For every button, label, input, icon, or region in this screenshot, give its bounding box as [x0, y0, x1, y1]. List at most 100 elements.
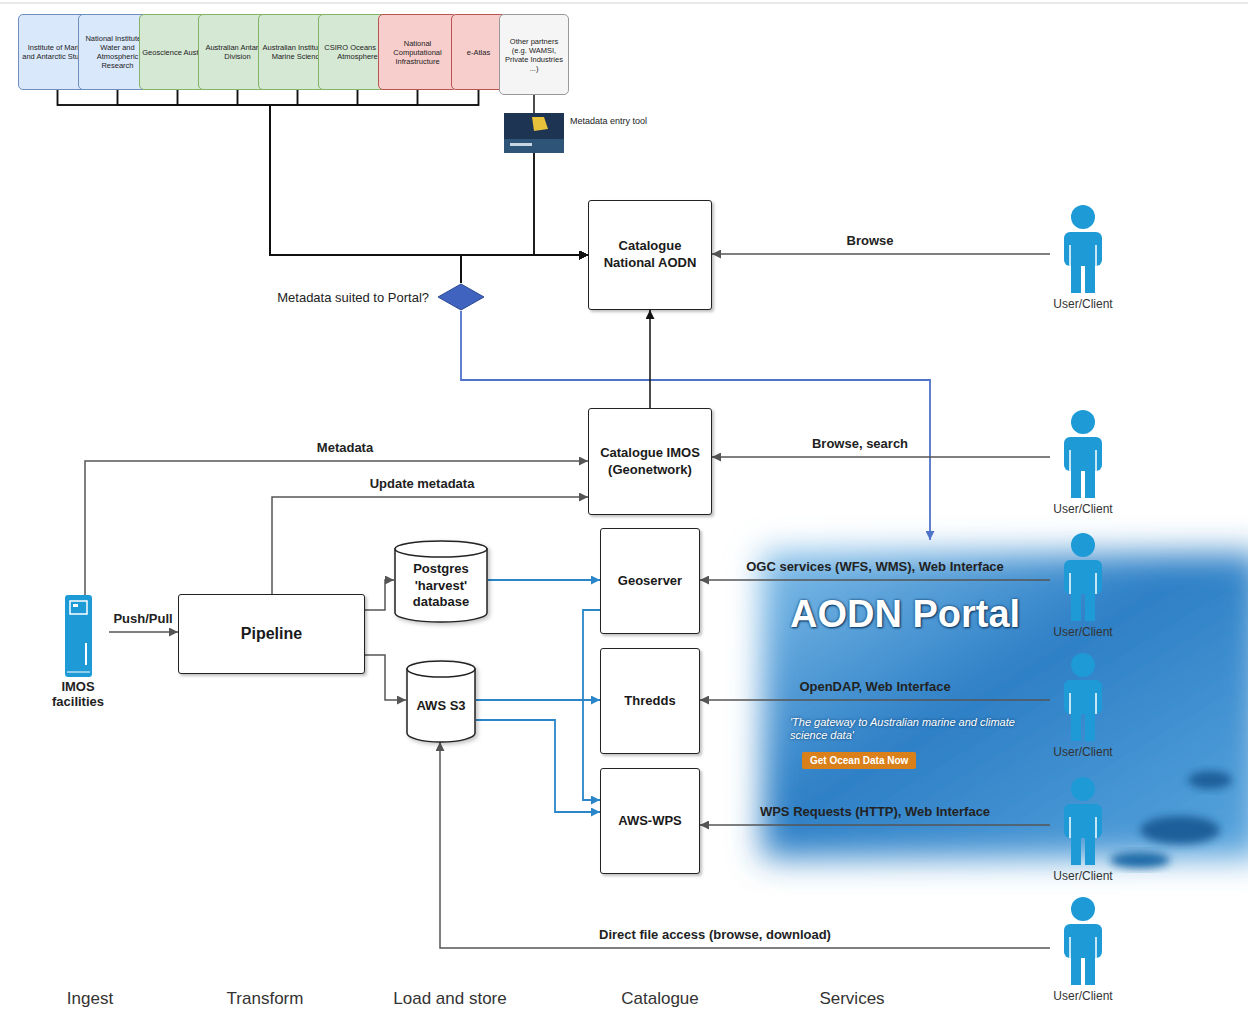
connector-arrow	[178, 90, 589, 255]
stage-label: Ingest	[67, 989, 113, 1009]
connector-arrow	[118, 90, 462, 283]
decision-diamond: Metadata suited to Portal?	[437, 283, 485, 311]
edge-label: OGC services (WFS, WMS), Web Interface	[746, 559, 1004, 575]
user-label: User/Client	[1050, 297, 1116, 311]
service-box: Thredds	[600, 648, 700, 754]
person-arm-gap	[1095, 937, 1097, 958]
stage-label: Catalogue	[621, 989, 699, 1009]
catalogue-box: Catalogue IMOS (Geonetwork)	[588, 408, 712, 515]
user-figure: User/Client	[1050, 410, 1116, 516]
user-label: User/Client	[1050, 502, 1116, 516]
tool-screen	[504, 113, 564, 153]
server-label: IMOS facilities	[47, 679, 109, 709]
cylinder-top	[407, 661, 475, 677]
connector-arrow	[270, 90, 461, 283]
person-body	[1064, 680, 1102, 714]
connector-arrow	[533, 95, 535, 113]
person-arm-gap	[1069, 693, 1071, 714]
portal-island	[1188, 771, 1232, 789]
connector-arrow	[270, 90, 479, 283]
storage-cylinder: AWS S3	[406, 660, 476, 742]
node-label: Thredds	[624, 693, 675, 710]
data-flow-arrow	[476, 720, 600, 812]
node-label: Other partners (e.g. WAMSI, Private Indu…	[502, 37, 566, 73]
portal-screenshot: AODN Portal'The gateway to Australian ma…	[740, 540, 1245, 870]
connector-arrow	[700, 579, 1050, 581]
edge-label: OpenDAP, Web Interface	[799, 679, 950, 695]
portal-island	[1110, 852, 1170, 868]
user-figure: User/Client	[1050, 777, 1116, 883]
edge-label: Browse	[847, 233, 894, 249]
metadata-tool-image: Metadata entry tool	[504, 113, 564, 153]
user-figure: User/Client	[1050, 897, 1116, 1003]
person-icon	[1062, 897, 1104, 985]
partner-box: Other partners (e.g. WAMSI, Private Indu…	[499, 14, 569, 95]
cylinder-body	[395, 549, 487, 622]
data-flow-arrow	[461, 311, 930, 540]
node-label: e-Atlas	[467, 48, 490, 57]
tool-bar	[510, 143, 532, 146]
connector-arrow	[238, 90, 462, 283]
connector-arrow	[118, 90, 589, 255]
portal-button: Get Ocean Data Now	[802, 752, 916, 769]
connector-arrow	[270, 90, 588, 255]
person-arm-gap	[1095, 817, 1097, 838]
stage-label: Transform	[227, 989, 304, 1009]
person-arm-gap	[1069, 450, 1071, 471]
person-head	[1071, 653, 1095, 677]
person-arm-gap	[1095, 450, 1097, 471]
connector-arrow	[178, 90, 462, 283]
person-head	[1071, 205, 1095, 229]
connector-arrow	[58, 90, 462, 283]
node-label: AWS-WPS	[618, 813, 682, 830]
node-label: Catalogue IMOS (Geonetwork)	[593, 445, 707, 479]
decision-label: Metadata suited to Portal?	[277, 290, 429, 305]
server-drive-light	[73, 604, 78, 607]
service-box: Geoserver	[600, 528, 700, 634]
user-label: User/Client	[1050, 989, 1116, 1003]
portal-tagline: 'The gateway to Australian marine and cl…	[790, 716, 1035, 742]
partner-box: e-Atlas	[451, 14, 506, 90]
process-box: Pipeline	[178, 594, 365, 674]
tool-sea	[504, 139, 564, 153]
edge-label: WPS Requests (HTTP), Web Interface	[760, 804, 990, 820]
data-flow-arrow	[476, 699, 600, 701]
connector-arrow	[712, 456, 1050, 458]
user-label: User/Client	[1050, 745, 1116, 759]
person-body	[1064, 232, 1102, 266]
node-label: Pipeline	[241, 624, 302, 645]
connector-arrow	[365, 580, 394, 610]
data-flow-arrow	[583, 610, 600, 800]
connector-arrow	[440, 742, 1050, 948]
user-figure: User/Client	[1050, 653, 1116, 759]
partner-box: National Computational Infrastructure	[378, 14, 457, 90]
connector-arrow	[461, 153, 534, 283]
person-arm-gap	[1095, 693, 1097, 714]
person-leg	[1071, 263, 1081, 293]
user-figure: User/Client	[1050, 205, 1116, 311]
connector-arrow	[270, 90, 461, 283]
person-icon	[1062, 533, 1104, 621]
person-leg	[1085, 835, 1095, 865]
connector-arrow	[365, 655, 406, 700]
server-slot	[85, 643, 87, 665]
edge-label: Push/Pull	[113, 611, 172, 627]
diamond-outline	[438, 284, 484, 310]
node-label: AWS S3	[416, 698, 465, 715]
server-base	[67, 672, 90, 673]
connector-group	[58, 90, 1051, 948]
edge-label: Metadata	[317, 440, 373, 456]
tool-screenshot	[504, 113, 564, 153]
person-body	[1064, 924, 1102, 958]
connector-arrow	[700, 824, 1050, 826]
connector-arrow	[270, 90, 461, 283]
person-arm-gap	[1069, 817, 1071, 838]
person-leg	[1085, 263, 1095, 293]
person-head	[1071, 410, 1095, 434]
connector-arrow	[238, 90, 589, 255]
person-body	[1064, 804, 1102, 838]
person-arm-gap	[1095, 573, 1097, 594]
connector-arrow	[649, 310, 651, 408]
person-leg	[1071, 955, 1081, 985]
